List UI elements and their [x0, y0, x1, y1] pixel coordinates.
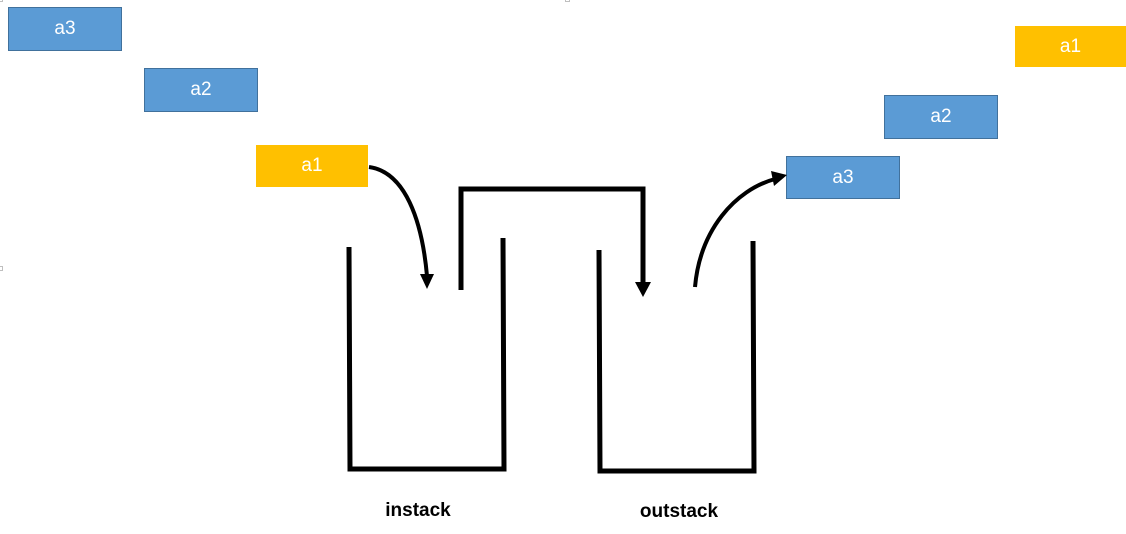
push-arrow: [368, 165, 429, 277]
left-box-a1[interactable]: a1: [256, 145, 368, 187]
transfer-arrowhead: [635, 282, 651, 297]
left-box-a2-label: a2: [190, 79, 212, 100]
left-box-a3-label: a3: [54, 18, 76, 39]
right-box-a3[interactable]: a3: [786, 156, 900, 199]
pop-arrowhead: [771, 171, 787, 186]
instack-container: [346, 237, 507, 472]
right-box-a2-label: a2: [930, 106, 952, 127]
transfer-connector: [458, 186, 646, 290]
selection-handle: [565, 0, 570, 2]
selection-handle: [0, 0, 3, 2]
right-box-a1[interactable]: a1: [1015, 26, 1126, 67]
left-box-a2[interactable]: a2: [144, 68, 258, 112]
right-box-a2[interactable]: a2: [884, 95, 998, 139]
right-box-a3-label: a3: [832, 166, 854, 188]
outstack-label: outstack: [639, 501, 719, 522]
instack-label: instack: [385, 500, 451, 521]
selection-handle: [0, 266, 3, 271]
pop-arrow: [693, 177, 776, 288]
right-box-a1-label: a1: [1059, 35, 1082, 57]
push-arrowhead: [420, 274, 434, 289]
outstack-container: [596, 240, 757, 474]
left-box-a3[interactable]: a3: [8, 7, 122, 51]
left-box-a1-label: a1: [301, 155, 323, 176]
